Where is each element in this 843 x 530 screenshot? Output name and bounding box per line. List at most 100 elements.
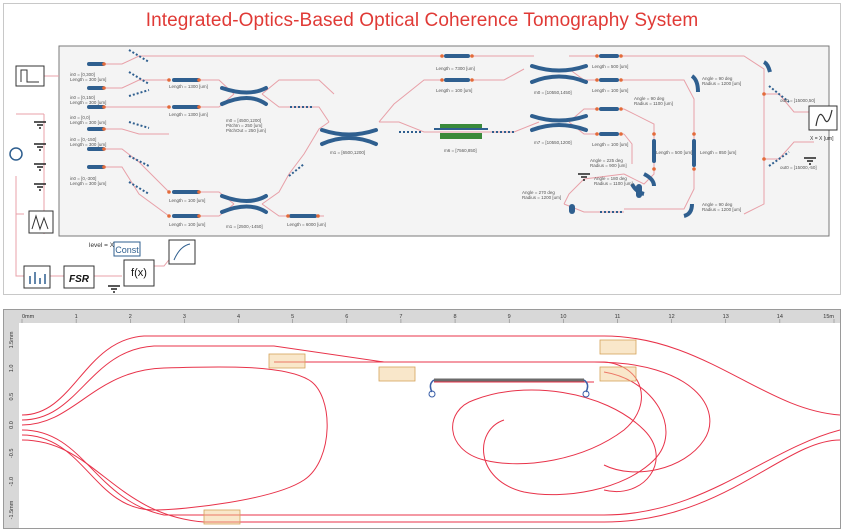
annotation-in2: in0 = [0,0]Length = 300 [um] — [70, 115, 106, 125]
bend-elements — [630, 60, 772, 218]
ruler-x-label: 3 — [183, 314, 186, 320]
waveguide-segment — [172, 105, 200, 109]
ruler-x-label: 14 — [777, 314, 783, 320]
ruler-x-label: 7 — [399, 314, 402, 320]
waveguide-segment — [599, 54, 619, 58]
annotation-len1300a: Length = 1300 [um] — [169, 84, 208, 89]
waveguide-segment — [569, 204, 575, 214]
ruler-x-label: 13 — [723, 314, 729, 320]
waveguide-segment — [692, 139, 696, 167]
oscilloscope-block[interactable] — [28, 210, 54, 234]
annotation-dc1: m0 = [4500,1200]PitchIn = 250 [um]PitchO… — [226, 118, 266, 133]
waveguide-segment — [87, 165, 105, 169]
level-label: level = X — [89, 242, 115, 249]
annotation-len1300b: Length = 1300 [um] — [169, 112, 208, 117]
coupler-3 — [220, 194, 268, 203]
function-block[interactable]: f(x) — [123, 259, 155, 287]
splitter-node-icon[interactable] — [9, 147, 23, 161]
port-dots — [102, 54, 766, 218]
ruler-x-label: 4 — [237, 314, 240, 320]
detector-output[interactable] — [808, 105, 838, 131]
waveguide-segment — [172, 78, 200, 82]
ruler-top — [4, 310, 840, 323]
waveguide-segment — [87, 62, 105, 66]
laser-source[interactable] — [15, 65, 45, 87]
waveguide-segment — [652, 139, 656, 163]
annotation-out0b: out0 = [15000,-50] — [780, 165, 817, 170]
ruler-x-label: 2 — [129, 314, 132, 320]
annotation-in0: in0 = [0,300]Length = 300 [um] — [70, 72, 106, 82]
annotation-len100a: Length = 100 [um] — [169, 198, 205, 203]
annotation-len6000: Length = 6000 [um] — [287, 222, 326, 227]
fsr-block[interactable]: FSR — [63, 265, 95, 289]
plot-block[interactable] — [168, 239, 196, 265]
annotation-len100d: Length = 100 [um] — [592, 88, 628, 93]
annotation-in1: in0 = [0,150]Length = 300 [um] — [70, 95, 106, 105]
layout-traces — [21, 335, 840, 523]
ruler-x-label: 10 — [560, 314, 566, 320]
ruler-x-label: 11 — [615, 314, 621, 320]
annotation-len500b: Length = 500 [um] — [656, 150, 692, 155]
ruler-left — [4, 310, 19, 528]
waveguide-segment — [599, 107, 619, 111]
schematic-canvas: FSR f(x) Const level = X X = X [um] in0 … — [9, 45, 838, 293]
coupler-2 — [320, 128, 378, 137]
dashed-waveguides — [128, 49, 790, 213]
layout-coupler — [268, 353, 306, 369]
waveguide-segment — [172, 190, 200, 194]
ruler-y-label: -0.5 — [9, 449, 15, 458]
waveguide-segment — [599, 78, 619, 82]
annotation-len7300: Length = 7300 [um] — [436, 66, 475, 71]
diagram-title: Integrated-Optics-Based Optical Coherenc… — [145, 10, 699, 31]
annotation-in4: in0 = [0,-300]Length = 300 [um] — [70, 176, 106, 186]
annotation-m1b: m1 = [2500,-1450] — [226, 224, 263, 229]
annotation-m0top: m0 = [10550,1450] — [534, 90, 572, 95]
ruler-y-label: 1.5mm — [9, 331, 15, 348]
component-canvas — [58, 45, 830, 237]
coupler-1 — [220, 86, 268, 95]
electrode-bar — [428, 378, 590, 398]
spectrum-analyzer[interactable] — [23, 265, 51, 289]
ruler-y-label: 1.0 — [9, 365, 15, 373]
annotation-m7: m7 = [10550,1200] — [534, 140, 572, 145]
annotation-len100c: Length = 100 [um] — [436, 88, 472, 93]
annotation-len500a: Length = 500 [um] — [592, 64, 628, 69]
waveguide-segment — [87, 127, 105, 131]
annotation-len100b: Length = 100 [um] — [169, 222, 205, 227]
component-annotations: in0 = [0,300]Length = 300 [um] in0 = [0,… — [70, 64, 817, 229]
annotation-m6: m6 = [7560,850] — [444, 148, 477, 153]
ruler-y-label: 0.0 — [9, 421, 15, 429]
layout-coupler — [599, 339, 637, 355]
waveguide-segments — [87, 54, 696, 218]
ruler-x-label: 1 — [75, 314, 78, 320]
ruler-y-label: -1.0 — [9, 477, 15, 486]
annotation-out0a: out0 = [15000,50] — [780, 98, 815, 103]
layout-coupler — [203, 509, 241, 525]
waveguide-segment — [444, 54, 470, 58]
coupler-glyphs — [220, 64, 588, 214]
layout-coupler — [599, 366, 637, 382]
coupler-4 — [530, 64, 588, 73]
fsr-label: FSR — [69, 274, 90, 285]
ruler-x-label: 5 — [291, 314, 294, 320]
annotation-m1a: m1 = [6500,1200] — [330, 150, 365, 155]
ruler-y-label: -1.5mm — [9, 500, 15, 519]
ruler-x-label: 9 — [508, 314, 511, 320]
waveguide-segment — [172, 214, 200, 218]
const-block[interactable]: Const — [113, 241, 141, 257]
ruler-x-label: 15m — [823, 314, 834, 320]
coupler-boxes — [203, 339, 637, 525]
ground-icons — [34, 121, 816, 293]
waveguide-segment — [599, 132, 619, 136]
xy-label: X = X [um] — [810, 136, 834, 142]
waveguide-segment — [87, 86, 105, 90]
fx-label: f(x) — [131, 267, 147, 279]
ruler-x-label: 12 — [669, 314, 675, 320]
coupler-5 — [530, 114, 588, 123]
phase-shifter — [434, 124, 488, 139]
